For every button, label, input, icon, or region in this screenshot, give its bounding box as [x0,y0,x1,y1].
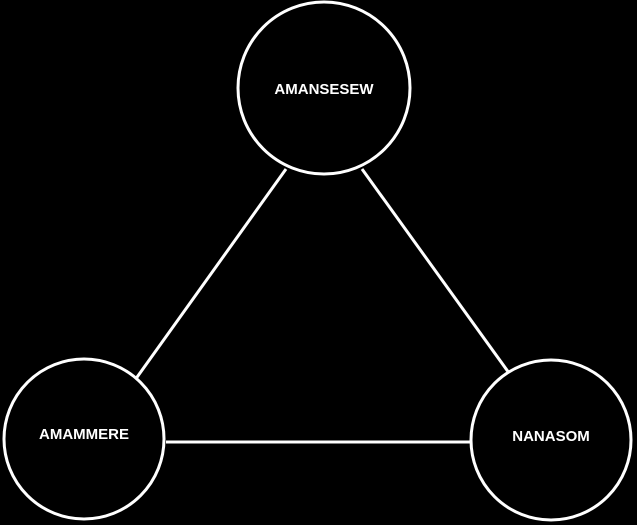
node-nanasom: NANASOM [469,358,633,522]
node-amammere-circle [2,357,166,521]
node-amansesew: AMANSESEW [236,0,412,176]
node-nanasom-label: NANASOM [512,428,590,445]
node-amansesew-label: AMANSESEW [274,81,374,98]
edge-amansesew-amammere [133,168,288,381]
node-amansesew-circle [236,0,412,176]
edge-amansesew-nanasom [360,168,511,374]
node-amammere-label: AMAMMERE [39,426,129,443]
node-amammere: AMAMMERE [2,357,166,521]
node-nanasom-circle [469,358,633,522]
